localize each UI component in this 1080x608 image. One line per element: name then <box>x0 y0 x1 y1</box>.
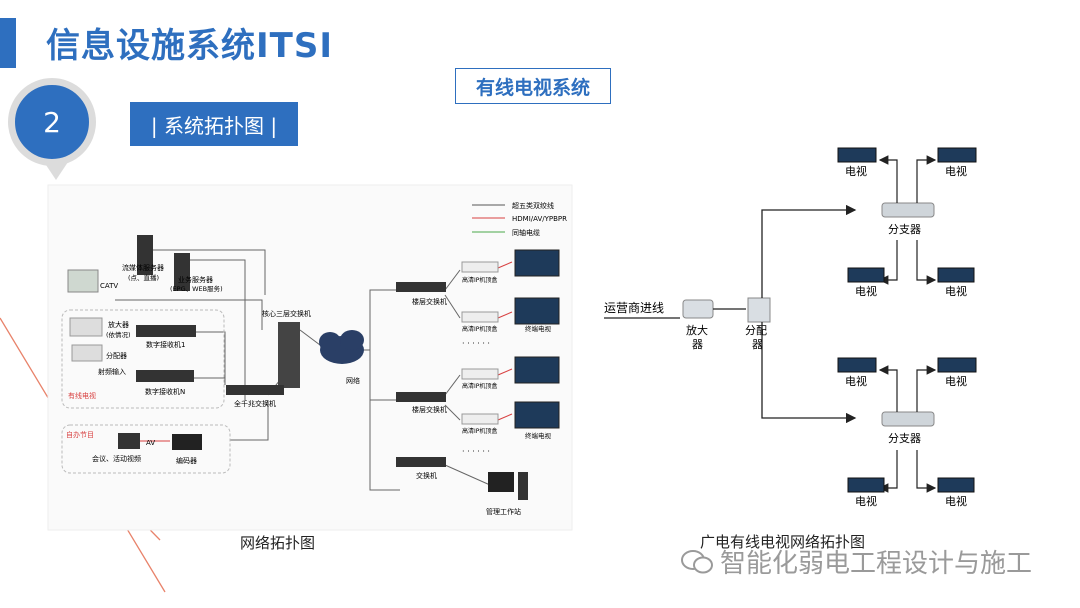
legend-hdmi: HDMI/AV/YPBPR <box>512 215 567 223</box>
stream-server-label: 流媒体服务器 <box>122 263 164 272</box>
section-badge-pointer <box>44 162 68 180</box>
splitter-to-tap-2 <box>761 322 857 424</box>
amplifier-label: 放大器 <box>108 320 129 329</box>
amplifier-sublabel: (依情况) <box>106 330 131 339</box>
business-server-icon <box>174 253 190 291</box>
ellipsis-1: · · · · · · <box>462 339 490 348</box>
tap-1-device <box>881 202 935 218</box>
stb-3 <box>461 368 499 380</box>
tv-label-3: 电视 <box>855 284 877 298</box>
gigabit-switch-device <box>226 385 284 395</box>
floor-switch-1-device <box>396 282 446 292</box>
network-diagram-caption: 网络拓扑图 <box>240 534 316 552</box>
section-number-badge: 2 <box>8 78 96 166</box>
receiver-1-label: 数字接收机1 <box>146 340 185 349</box>
receiver-n-label: 数字接收机N <box>145 387 185 396</box>
broadcast-amplifier-label-2: 器 <box>692 338 703 351</box>
receiver-1-device <box>136 325 196 337</box>
switch-device <box>396 457 446 467</box>
hdmi-connections <box>140 261 513 442</box>
ellipsis-2: · · · · · · <box>462 447 490 456</box>
encoder-device <box>172 434 202 450</box>
tv-label-5: 电视 <box>845 374 867 388</box>
catv-device <box>67 269 99 293</box>
business-server-sublabel: (EPG、WEB服务) <box>170 284 223 293</box>
tv-label-8: 电视 <box>945 494 967 508</box>
stb-4 <box>461 413 499 425</box>
terminal-tv-label-2: 终端电视 <box>525 431 552 440</box>
watermark-text: 智能化弱电工程设计与施工 <box>720 549 1033 579</box>
floor-switch-1-label: 楼层交换机 <box>412 297 447 306</box>
encoder-label: 编码器 <box>176 456 197 465</box>
broadcast-tv-screens <box>837 147 977 493</box>
stream-server-icon <box>137 235 153 275</box>
title-accent-bar <box>0 18 16 68</box>
av-label: AV <box>146 439 155 447</box>
mgmt-station-label: 管理工作站 <box>486 507 521 516</box>
stream-server-sublabel: (点、直播) <box>128 273 159 282</box>
tv-label-7: 电视 <box>855 494 877 508</box>
broadcast-splitter-label-2: 器 <box>752 338 763 351</box>
tv-label-4: 电视 <box>945 284 967 298</box>
page-title: 信息设施系统ITSI <box>46 26 333 66</box>
business-server-label: 业务服务器 <box>178 275 213 284</box>
core-switch-device <box>278 322 300 388</box>
tv-label-1: 电视 <box>845 164 867 178</box>
meeting-video-label: 会议、活动视频 <box>92 454 141 463</box>
network-legend: 超五类双绞线 HDMI/AV/YPBPR 同轴电缆 <box>472 201 567 237</box>
tap-2-label: 分支器 <box>888 432 921 445</box>
stb-1-label: 高清IP机顶盒 <box>462 276 497 284</box>
broadcast-amplifier-label-1: 放大 <box>686 323 708 337</box>
rf-input-label: 射频输入 <box>98 367 126 376</box>
receiver-n-device <box>136 370 194 382</box>
floor-switch-2-device <box>396 392 446 402</box>
stb-1 <box>461 261 499 273</box>
splitter-to-tap-1 <box>761 204 857 298</box>
tap-1-label: 分支器 <box>888 223 921 236</box>
broadcast-splitter-label-1: 分配 <box>745 324 767 337</box>
terminal-tv-label-1: 终端电视 <box>525 324 552 333</box>
network-cloud-icon <box>319 330 364 364</box>
core-switch-label: 核心三层交换机 <box>262 309 311 318</box>
network-label: 网络 <box>346 376 360 385</box>
camera-device <box>118 433 140 449</box>
network-connections <box>115 249 491 491</box>
stb-4-label: 高清IP机顶盒 <box>462 427 497 435</box>
tap-2-device <box>881 411 935 427</box>
wechat-icon <box>681 549 713 573</box>
switch-label: 交换机 <box>416 471 437 480</box>
section-title: | 系统拓扑图 | <box>130 102 298 146</box>
catv-label: CATV <box>100 282 118 290</box>
tv-label-6: 电视 <box>945 374 967 388</box>
floor-switch-2-label: 楼层交换机 <box>412 405 447 414</box>
legend-coax: 同轴电缆 <box>512 228 540 237</box>
stb-3-label: 高清IP机顶盒 <box>462 382 497 390</box>
legend-twisted-pair: 超五类双绞线 <box>512 201 554 210</box>
watermark: 智能化弱电工程设计与施工 <box>680 543 1032 580</box>
stb-2 <box>461 311 499 323</box>
stb-2-label: 高清IP机顶盒 <box>462 325 497 333</box>
broadcast-amplifier-device <box>682 299 714 319</box>
subtitle-box: 有线电视系统 <box>455 68 611 104</box>
operator-input-label: 运营商进线 <box>604 300 664 315</box>
gigabit-switch-label: 全千兆交换机 <box>234 399 276 408</box>
tv-label-2: 电视 <box>945 164 967 178</box>
mgmt-tower <box>518 472 528 500</box>
splitter-label: 分配器 <box>106 351 127 360</box>
splitter-device <box>71 344 103 362</box>
cable-tv-group-box <box>61 309 225 409</box>
self-program-group-label: 自办节目 <box>66 430 94 439</box>
broadcast-splitter-device <box>747 297 771 323</box>
broadcast-diagram-caption: 广电有线电视网络拓扑图 <box>700 533 866 551</box>
cable-tv-group-label: 有线电视 <box>68 391 96 400</box>
terminal-tvs <box>514 249 560 429</box>
mgmt-monitor <box>488 472 514 492</box>
amplifier-device <box>69 317 103 337</box>
self-program-group-box <box>61 424 231 474</box>
